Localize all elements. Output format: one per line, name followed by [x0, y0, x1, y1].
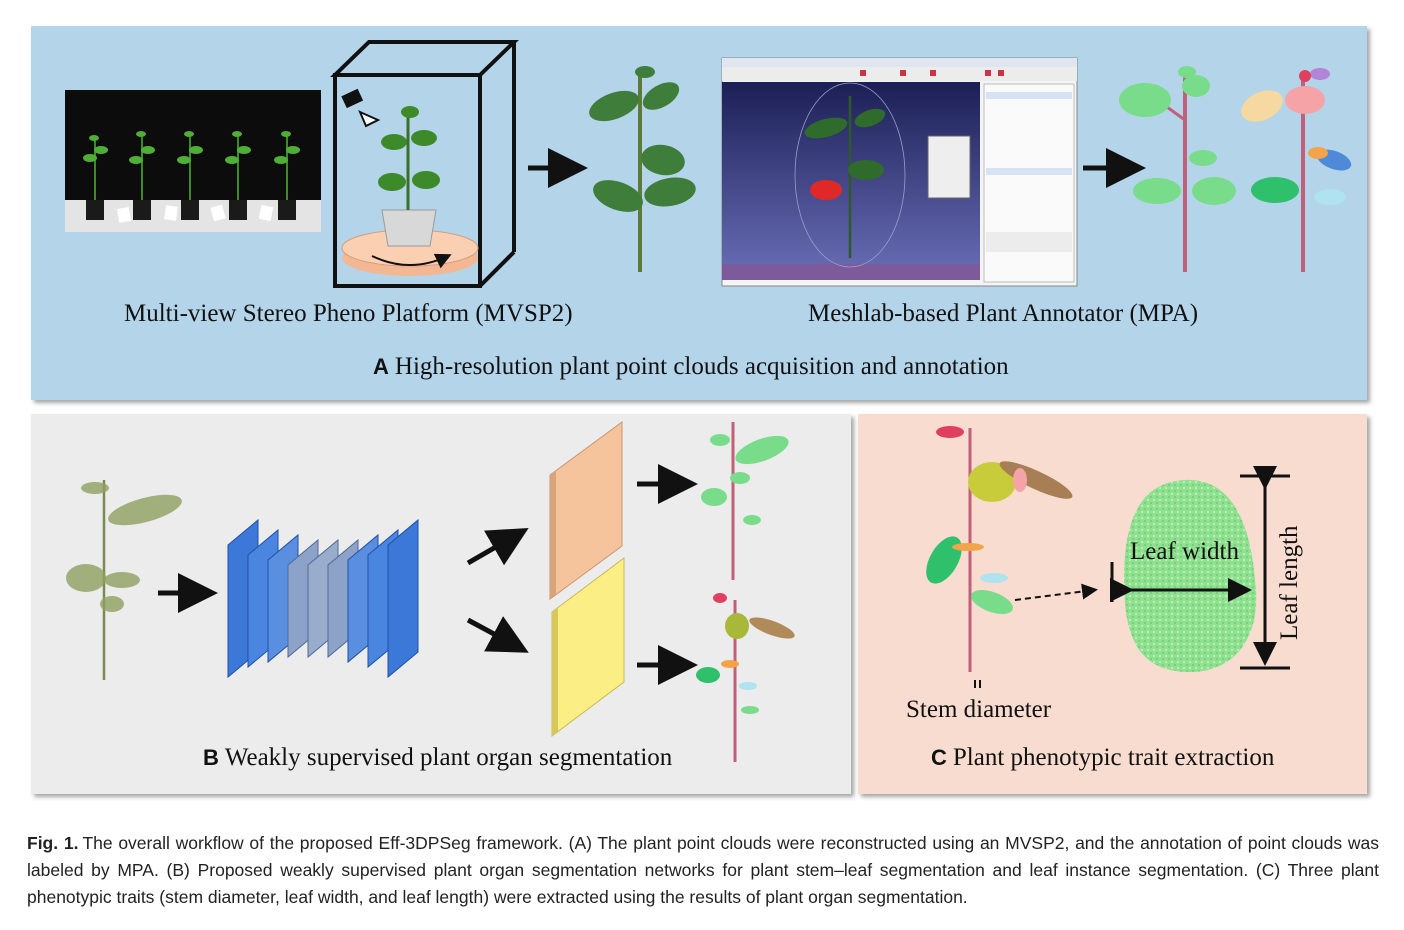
mpa-label: Meshlab-based Plant Annotator (MPA): [808, 300, 1199, 327]
leaf-length-label: Leaf length: [1276, 525, 1303, 640]
camera-icon: [341, 88, 381, 128]
panel-b-title-text: Weakly supervised plant organ segmentati…: [224, 744, 673, 771]
panel-a-letter: A: [373, 354, 389, 379]
feature-map-semantic: [549, 421, 623, 600]
photo-plant-5: [274, 131, 300, 220]
leaf-instance-annotation: [1241, 68, 1352, 272]
leaf-closeup: [1124, 479, 1257, 672]
plant-photo: [65, 90, 321, 232]
feature-map-instance: [551, 557, 625, 737]
mvsp2-chamber: [330, 40, 519, 288]
panel-c-letter: C: [931, 745, 947, 770]
stem-leaf-annotation: [1119, 66, 1236, 272]
stem-diameter-label: Stem diameter: [906, 696, 1052, 723]
caption-label: Fig. 1.: [27, 833, 79, 853]
photo-plant-1: [83, 135, 108, 220]
panel-a-title-text: High-resolution plant point clouds acqui…: [394, 353, 1009, 380]
photo-plant-3: [177, 131, 203, 220]
instance-segmentation-result: [696, 593, 795, 762]
caption-text: The overall workflow of the proposed Eff…: [27, 833, 1379, 907]
panel-b-letter: B: [203, 745, 219, 770]
dashed-arrow-to-leaf: [1014, 583, 1098, 601]
leaf-length-arrow: [1240, 466, 1290, 670]
photo-plant-4: [225, 131, 251, 220]
meshlab-screenshot: [721, 57, 1078, 287]
mvsp2-label: Multi-view Stereo Pheno Platform (MVSP2): [124, 300, 573, 327]
panel-c-title-text: Plant phenotypic trait extraction: [952, 744, 1275, 771]
panel-b: [31, 414, 851, 794]
photo-plant-2: [129, 131, 155, 220]
reconstructed-point-cloud: [589, 66, 696, 272]
plant-pot: [381, 209, 437, 247]
trait-plant: [926, 426, 1073, 688]
leaf-width-label: Leaf width: [1130, 538, 1239, 565]
semantic-segmentation-result: [701, 422, 789, 580]
arrow-to-feature-1: [466, 528, 529, 566]
figure-caption: Fig. 1.The overall workflow of the propo…: [27, 830, 1379, 911]
input-point-cloud: [66, 480, 182, 680]
arrow-to-feature-2: [466, 616, 529, 653]
segmentation-network: [227, 518, 419, 679]
